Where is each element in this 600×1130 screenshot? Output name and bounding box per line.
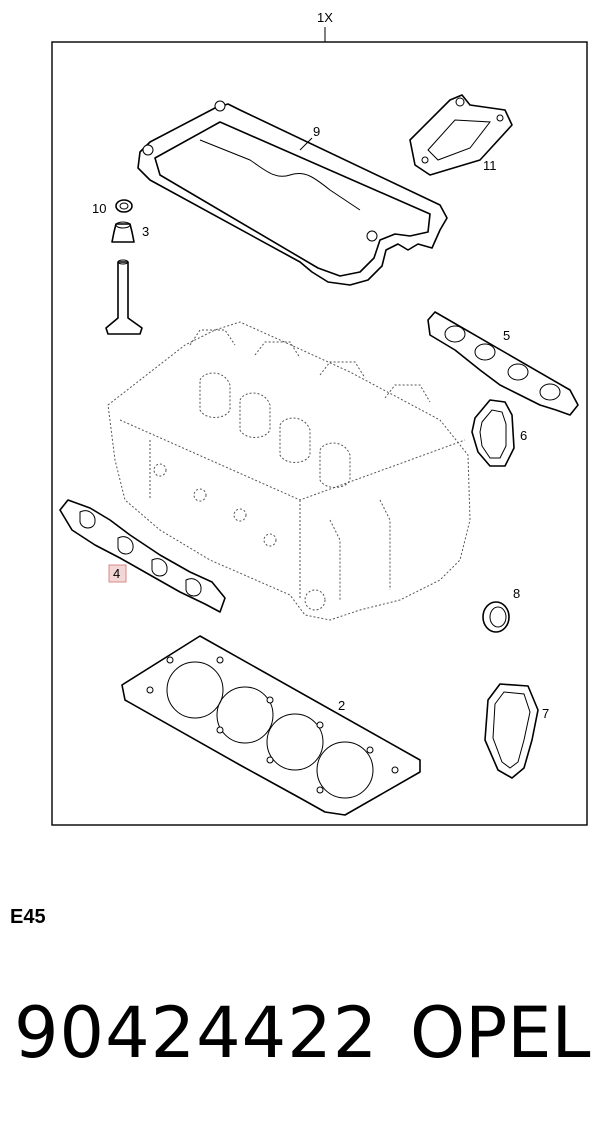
part-6-water-outlet-gasket xyxy=(471,399,515,467)
part-number: 90424422 xyxy=(14,992,379,1074)
callout-7: 7 xyxy=(542,706,549,721)
cylinder-head xyxy=(107,321,471,621)
diagram-frame xyxy=(51,41,588,826)
valve xyxy=(105,259,143,335)
callout-8: 8 xyxy=(513,586,520,601)
callout-2: 2 xyxy=(338,698,345,713)
part-11-thermostat-gasket xyxy=(409,94,513,176)
callout-4-highlight xyxy=(108,564,127,583)
callout-6: 6 xyxy=(520,428,527,443)
part-10-o-ring xyxy=(115,199,133,213)
part-8-oil-seal xyxy=(482,601,510,633)
callout-9: 9 xyxy=(313,124,320,139)
callout-11: 11 xyxy=(483,158,497,173)
part-4-intake-gasket xyxy=(59,499,226,613)
callout-5: 5 xyxy=(503,328,510,343)
part-2-head-gasket xyxy=(121,635,421,816)
diagram-code: E45 xyxy=(10,906,46,928)
exploded-parts-diagram: 1X 9 11 10 3 5 xyxy=(51,10,588,826)
kit-quantity-label: 1X xyxy=(317,10,333,25)
part-5-manifold-gasket xyxy=(427,311,579,416)
callout-3: 3 xyxy=(142,224,149,239)
callout-10: 10 xyxy=(92,201,106,216)
part-7-gasket xyxy=(484,683,539,779)
callout-4: 4 xyxy=(113,566,120,581)
brand-name: OPEL xyxy=(410,992,591,1074)
part-9-valve-cover-gasket xyxy=(137,100,448,286)
part-3-valve-stem-seal xyxy=(111,221,135,243)
